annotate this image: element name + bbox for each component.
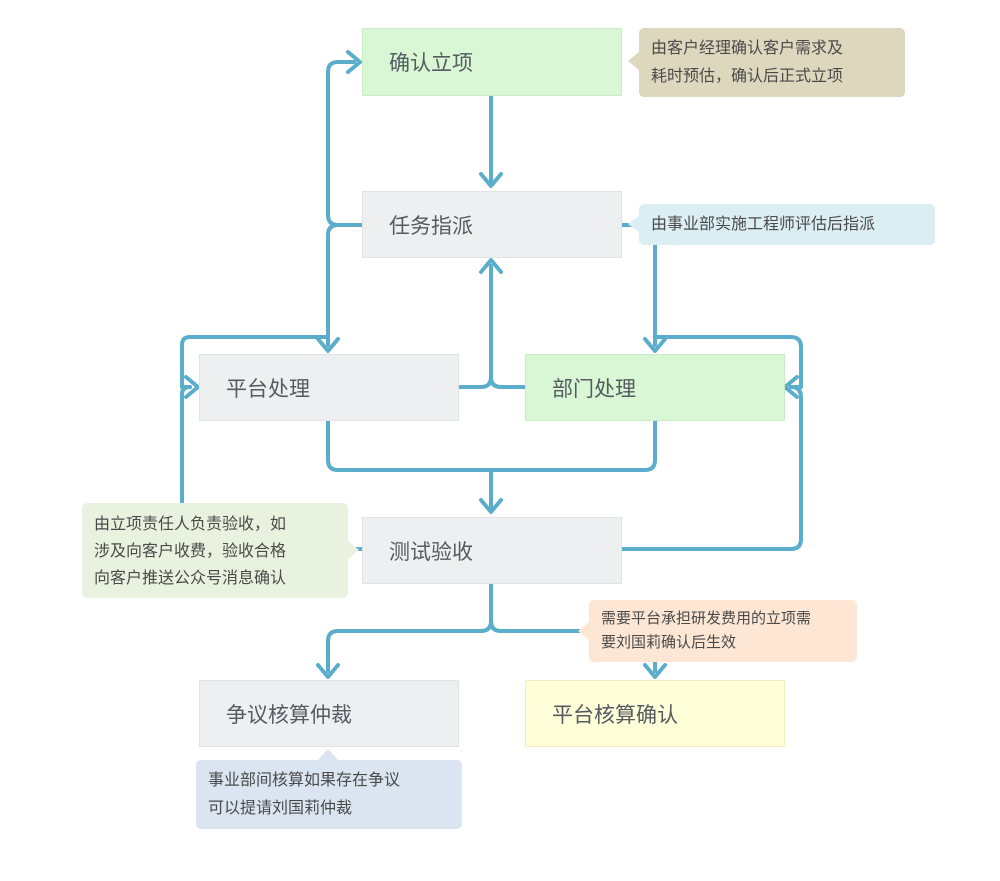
node-test-accept-label: 测试验收: [389, 539, 473, 564]
note-tail-dispute: [318, 749, 338, 760]
node-platform-handle[interactable]: 平台处理: [199, 354, 459, 421]
note-tail-fee: [578, 622, 589, 640]
connector-dept-to-assign: [489, 375, 527, 389]
node-confirm-project[interactable]: 确认立项: [362, 28, 622, 96]
note-fee: 需要平台承担研发费用的立项需 要刘国莉确认后生效: [589, 600, 857, 662]
node-task-assign-label: 任务指派: [389, 213, 473, 238]
node-test-accept[interactable]: 测试验收: [362, 517, 622, 584]
node-dept-handle-label: 部门处理: [552, 376, 636, 401]
connector-handles-to-test: [326, 419, 657, 472]
note-tail-confirm: [628, 52, 639, 70]
node-confirm-project-label: 确认立项: [389, 51, 473, 75]
connector-test-to-outcomes: [326, 582, 493, 673]
arrowhead-right-platform: [184, 375, 200, 399]
connector-assign-to-platform: [326, 223, 364, 347]
note-tail-accept: [348, 541, 359, 559]
arrowhead-up-assign: [479, 258, 503, 274]
note-confirm-line-2: 耗时预估，确认后正式立项: [651, 66, 844, 85]
note-confirm: 由客户经理确认客户需求及 耗时预估，确认后正式立项: [639, 28, 905, 97]
note-dispute: 事业部间核算如果存在争议 可以提请刘国莉仲裁: [196, 760, 462, 829]
note-accept-line-2: 涉及向客户收费，验收合格: [94, 541, 287, 560]
arrowhead-down-platform: [316, 337, 340, 353]
arrowhead-down-confirm: [643, 663, 667, 679]
node-dispute-arbitration[interactable]: 争议核算仲裁: [199, 680, 459, 747]
node-platform-confirm-label: 平台核算确认: [552, 702, 678, 727]
note-dispute-line-1: 事业部间核算如果存在争议: [208, 770, 401, 789]
note-dispute-line-2: 可以提请刘国莉仲裁: [208, 798, 353, 817]
note-confirm-line-1: 由客户经理确认客户需求及: [651, 38, 844, 57]
note-assign: 由事业部实施工程师评估后指派: [639, 204, 935, 245]
arrowhead-right-confirm: [346, 50, 362, 74]
node-dept-handle[interactable]: 部门处理: [525, 354, 785, 421]
node-task-assign[interactable]: 任务指派: [362, 191, 622, 258]
note-tail-assign: [628, 216, 639, 232]
arrowhead-down-dept: [643, 337, 667, 353]
connector-arrowheads: [184, 50, 799, 679]
arrowhead-down-test: [479, 498, 503, 514]
connector-platform-loop: [180, 335, 330, 389]
arrowhead-down-dispute: [316, 663, 340, 679]
node-platform-confirm[interactable]: 平台核算确认: [525, 680, 785, 747]
note-accept-line-1: 由立项责任人负责验收，如: [94, 514, 287, 533]
arrowhead-left-dept: [783, 375, 799, 399]
note-accept: 由立项责任人负责验收，如 涉及向客户收费，验收合格 向客户推送公众号消息确认: [82, 503, 348, 598]
arrowhead-down-assign: [479, 172, 503, 188]
node-platform-handle-label: 平台处理: [226, 376, 310, 401]
note-accept-line-3: 向客户推送公众号消息确认: [94, 568, 287, 587]
connector-dept-loop: [653, 335, 803, 389]
connector-handles-to-assign: [457, 264, 493, 389]
note-assign-line-1: 由事业部实施工程师评估后指派: [651, 214, 876, 233]
node-dispute-arbitration-label: 争议核算仲裁: [226, 702, 352, 727]
connector-assign-to-confirm: [326, 60, 364, 227]
note-fee-line-1: 需要平台承担研发费用的立项需: [601, 609, 812, 627]
note-fee-line-2: 要刘国莉确认后生效: [601, 633, 737, 651]
